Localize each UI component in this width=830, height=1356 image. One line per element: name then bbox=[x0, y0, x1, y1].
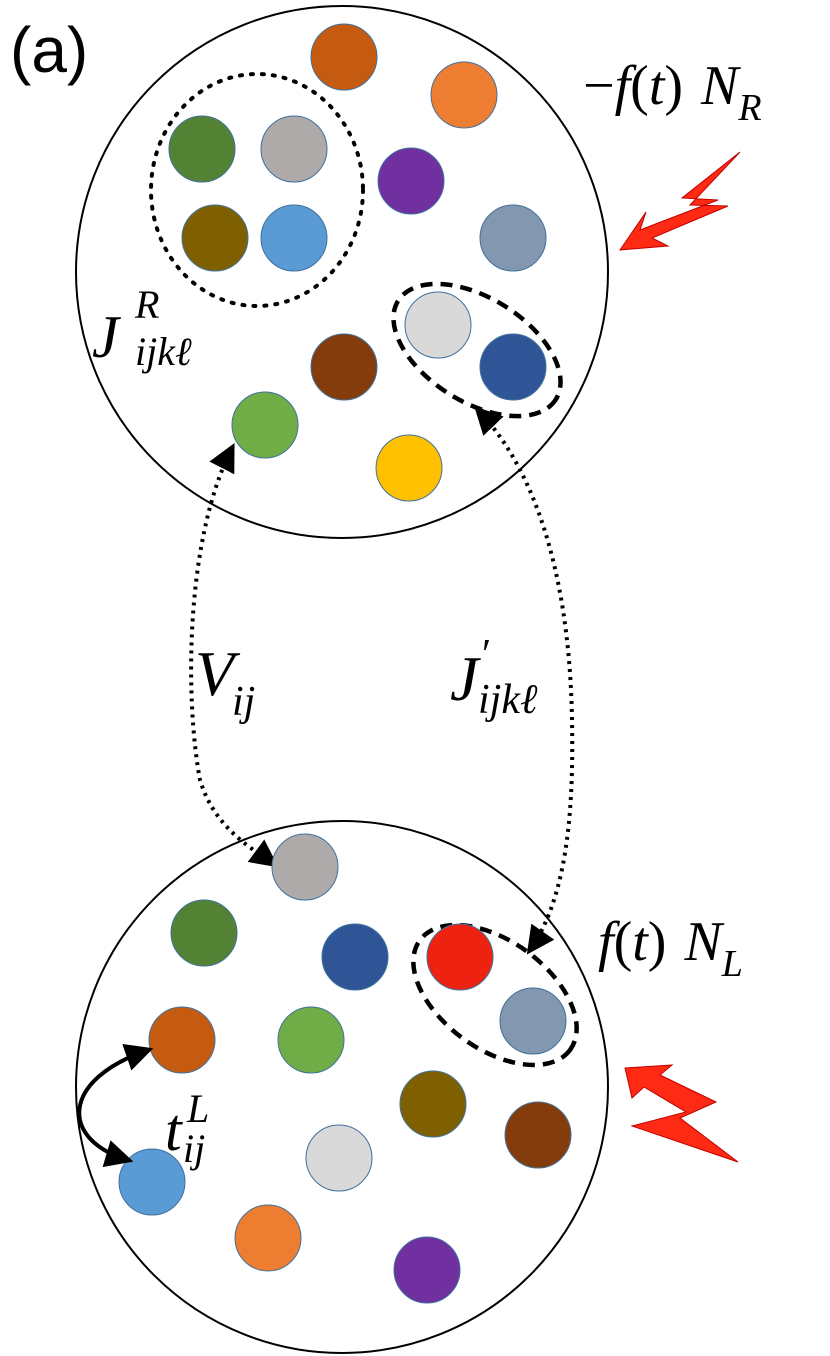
pair-cluster-outline-top bbox=[391, 281, 563, 419]
particle bbox=[375, 434, 443, 502]
drive-label-top: −f(t)NR bbox=[583, 55, 762, 129]
panel-label: (a) bbox=[10, 14, 88, 86]
particle bbox=[234, 1204, 302, 1272]
particle bbox=[404, 291, 472, 359]
coupling-arrow-Jprime bbox=[474, 405, 575, 955]
particle bbox=[170, 899, 238, 967]
particle bbox=[399, 1070, 467, 1138]
particle bbox=[479, 204, 547, 272]
particle bbox=[430, 61, 498, 129]
hopping-arrow bbox=[77, 1043, 154, 1168]
particle bbox=[310, 23, 378, 91]
particle bbox=[271, 833, 339, 901]
coupling-label-V: Vij bbox=[195, 638, 255, 725]
particle bbox=[181, 204, 249, 272]
coupling-label-Jprime: J′ijkℓ bbox=[450, 632, 538, 723]
four-body-cluster-outline bbox=[149, 72, 365, 308]
particle bbox=[277, 1006, 345, 1074]
particle bbox=[148, 1006, 216, 1074]
particle bbox=[310, 333, 378, 401]
particle bbox=[231, 391, 299, 459]
lightning-icon-bottom bbox=[624, 1064, 739, 1163]
particle bbox=[260, 115, 328, 183]
particle bbox=[479, 333, 547, 401]
particle bbox=[377, 147, 445, 215]
particle bbox=[305, 1124, 373, 1192]
top-system-boundary bbox=[75, 5, 609, 539]
particle bbox=[499, 987, 567, 1055]
particle bbox=[168, 115, 236, 183]
inter-system-couplings: Vij J′ijkℓ bbox=[189, 405, 575, 955]
bottom-system-boundary bbox=[75, 820, 609, 1354]
particle bbox=[504, 1101, 572, 1169]
particle bbox=[393, 1236, 461, 1304]
particle-highlighted bbox=[426, 923, 494, 991]
pair-cluster-outline-bottom bbox=[411, 922, 579, 1068]
lightning-icon-top bbox=[618, 151, 741, 251]
particle bbox=[260, 204, 328, 272]
coupling-arrow-V bbox=[189, 443, 279, 868]
particle bbox=[321, 923, 389, 991]
drive-label-bottom: f(t)NL bbox=[598, 911, 743, 985]
